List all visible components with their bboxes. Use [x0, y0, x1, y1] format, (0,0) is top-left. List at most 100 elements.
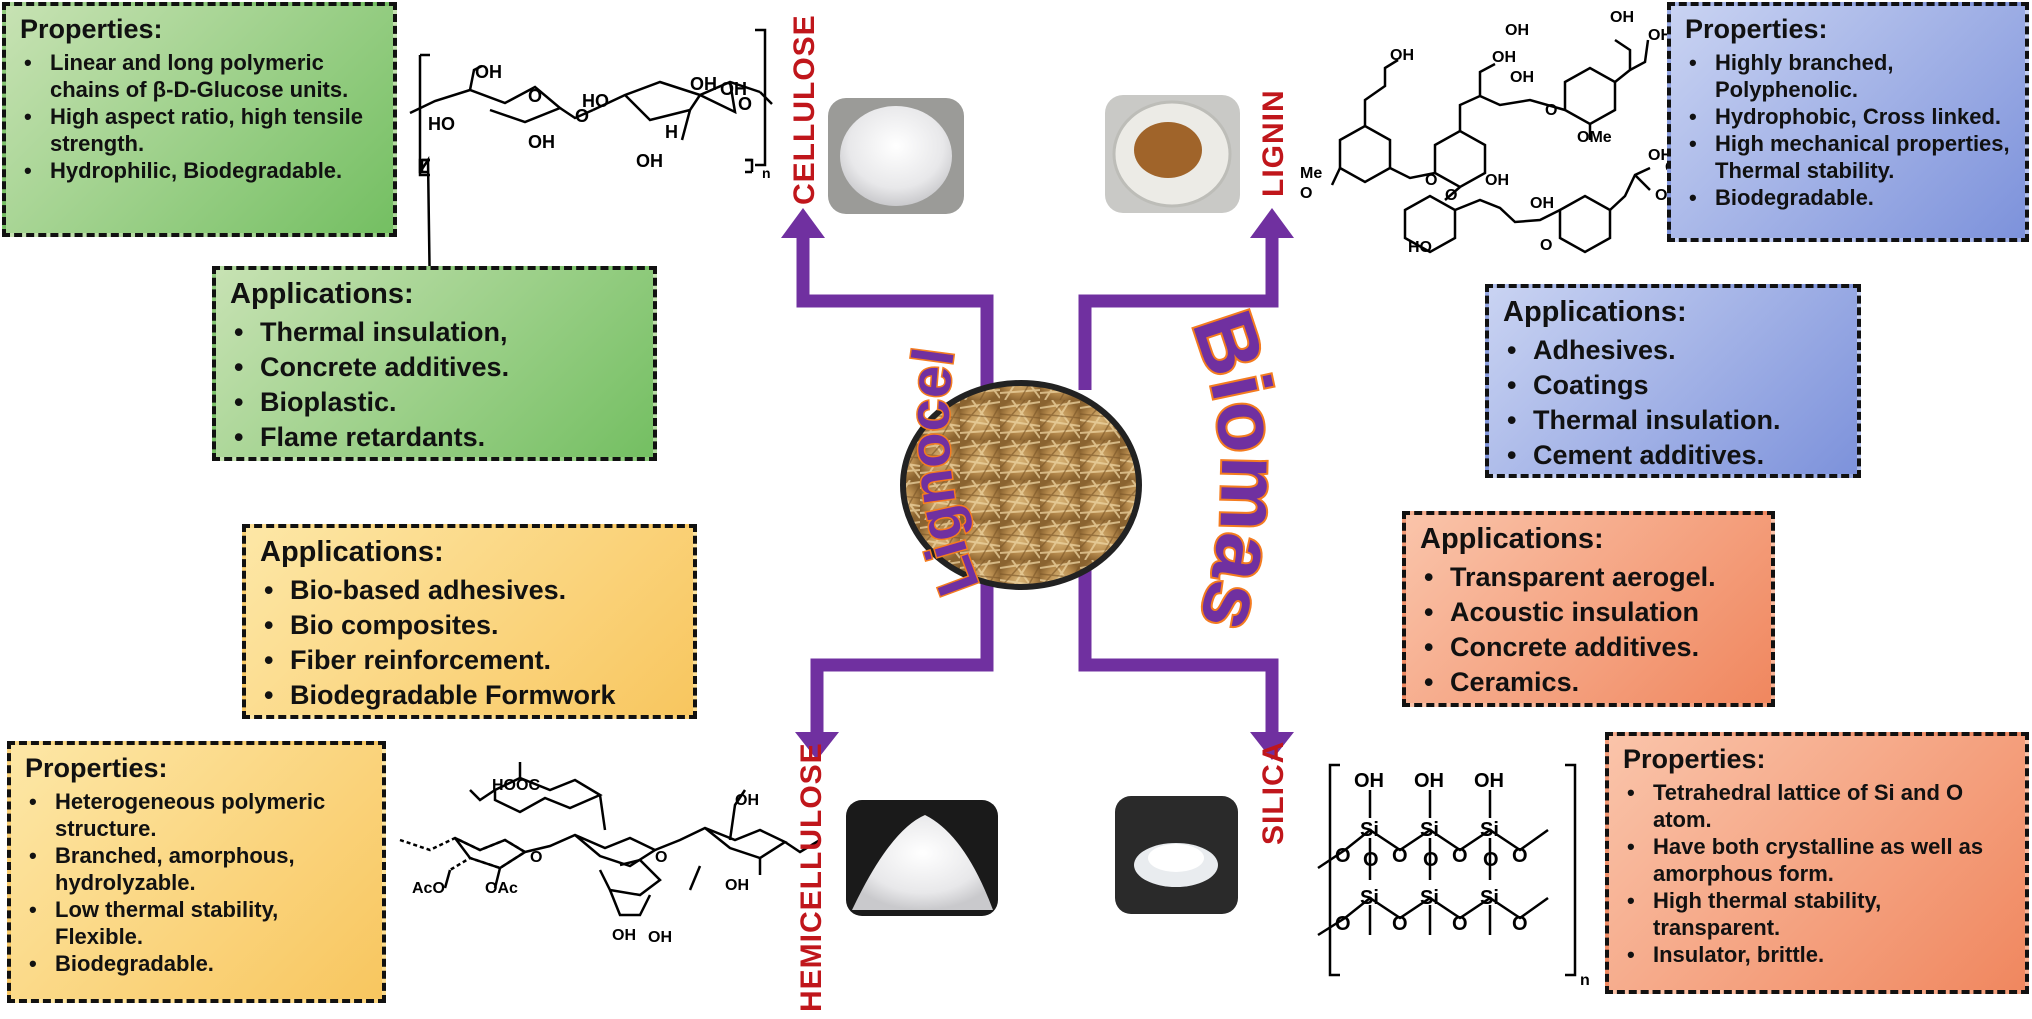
silica-application-item: Acoustic insulation [1420, 595, 1757, 630]
lignin-o-5: O [1445, 187, 1457, 204]
hemicellulose-property-item: Heterogeneous polymeric structure. [25, 788, 368, 842]
silica-structure [1317, 763, 1577, 977]
cellulose-oh-4: OH [636, 151, 663, 171]
silica-si-1: Si [1360, 819, 1379, 841]
cellulose-h: H [665, 122, 678, 142]
cellulose-applications-title: Applications: [230, 278, 414, 310]
silica-o-10: O [1452, 913, 1468, 935]
lignin-application-item: Cement additives. [1503, 438, 1843, 473]
silica-property-item: Have both crystalline as well as amorpho… [1623, 833, 2011, 887]
silica-property-item: Insulator, brittle. [1623, 941, 2011, 968]
hemicellulose-application-item: Biodegradable Formwork [260, 678, 679, 713]
lignin-ho: HO [1408, 239, 1432, 256]
cellulose-application-item: Bioplastic. [230, 385, 639, 420]
silica-o-5: O [1363, 849, 1379, 871]
cellulose-o-3: O [738, 94, 752, 114]
silica-si-3: Si [1480, 819, 1499, 841]
lignin-o-2: O [1425, 172, 1437, 189]
arrows [796, 238, 1279, 732]
cellulose-oh-3: OH [690, 74, 717, 94]
silica-n: n [1580, 972, 1590, 989]
silica-applications-box: Applications: Transparent aerogel. Acous… [1402, 511, 1775, 707]
hemicellulose-application-item: Bio composites. [260, 608, 679, 643]
cellulose-application-item: Concrete additives. [230, 350, 639, 385]
silica-o-2: O [1392, 845, 1408, 867]
silica-label: SILICA [1257, 740, 1290, 845]
lignin-oh-9: OH [1648, 147, 1672, 164]
hemicellulose-photo [846, 800, 998, 916]
cellulose-application-item: Flame retardants. [230, 420, 639, 455]
hemicellulose-property-item: Biodegradable. [25, 950, 368, 977]
silica-oh-1: OH [1354, 770, 1384, 792]
silica-properties-box: Properties: Tetrahedral lattice of Si an… [1605, 732, 2029, 994]
silica-o-8: O [1335, 913, 1351, 935]
silica-o-7: O [1483, 849, 1499, 871]
cellulose-property-item: Linear and long polymeric chains of β-D-… [20, 49, 379, 103]
cellulose-structure [409, 28, 773, 301]
hemicellulose-property-item: Low thermal stability, Flexible. [25, 896, 368, 950]
lignin-oh-2: OH [1492, 49, 1516, 66]
lignin-application-item: Thermal insulation. [1503, 403, 1843, 438]
silica-o-6: O [1423, 849, 1439, 871]
hemi-oh-4: OH [648, 929, 672, 946]
lignin-ome: OMe [1577, 129, 1612, 146]
cellulose-oh-5: OH [720, 79, 747, 99]
hemi-oh-1: OH [735, 792, 759, 809]
silica-application-item: Ceramics. [1420, 665, 1757, 700]
silica-applications-title: Applications: [1420, 523, 1604, 555]
lignin-oh-6: OH [1648, 27, 1672, 44]
silica-application-item: Transparent aerogel. [1420, 560, 1757, 595]
cellulose-o-1: O [528, 86, 542, 106]
silica-oh-2: OH [1414, 770, 1444, 792]
hemi-o-1: O [530, 849, 542, 866]
silica-o-9: O [1392, 913, 1408, 935]
lignin-application-item: Coatings [1503, 368, 1843, 403]
lignin-properties-box: Properties: Highly branched, Polyphenoli… [1667, 2, 2029, 242]
cellulose-applications-box: Applications: Thermal insulation, Concre… [212, 266, 657, 461]
lignin-o-3: O [1300, 185, 1312, 202]
silica-photo [1115, 796, 1238, 914]
hemi-oh-3: OH [612, 927, 636, 944]
hemi-o-2: O [655, 849, 667, 866]
hemicellulose-application-item: Bio-based adhesives. [260, 573, 679, 608]
cellulose-oh-1: OH [475, 62, 502, 82]
hemicellulose-property-item: Branched, amorphous, hydrolyzable. [25, 842, 368, 896]
silica-property-item: Tetrahedral lattice of Si and O atom. [1623, 779, 2011, 833]
lignin-oh-4: OH [1510, 69, 1534, 86]
cellulose-n: n [762, 165, 771, 181]
lignin-photo [1105, 95, 1240, 213]
cellulose-ho-1: HO [428, 114, 455, 134]
lignin-oh-7: OH [1485, 172, 1509, 189]
silica-si-6: Si [1480, 887, 1499, 909]
hemicellulose-applications-box: Applications: Bio-based adhesives. Bio c… [242, 524, 697, 719]
hemicellulose-applications-title: Applications: [260, 536, 444, 568]
hemicellulose-properties-title: Properties: [25, 753, 168, 783]
hemicellulose-structure [399, 762, 821, 917]
arrow-heads [781, 208, 1294, 760]
lignin-oh-8: OH [1530, 195, 1554, 212]
cellulose-oh-2: OH [528, 132, 555, 152]
silica-si-4: Si [1360, 887, 1379, 909]
cellulose-photo [828, 98, 964, 214]
lignin-label: LIGNIN [1257, 89, 1290, 197]
silica-oh-3: OH [1474, 770, 1504, 792]
lignin-o-4: O [1540, 237, 1552, 254]
hemi-hooc: HOOC [492, 777, 540, 794]
silica-si-5: Si [1420, 887, 1439, 909]
silica-o-3: O [1452, 845, 1468, 867]
hemicellulose-application-item: Fiber reinforcement. [260, 643, 679, 678]
cellulose-property-item: Hydrophilic, Biodegradable. [20, 157, 379, 184]
silica-application-item: Concrete additives. [1420, 630, 1757, 665]
silica-si-2: Si [1420, 819, 1439, 841]
cellulose-properties-box: Properties: Linear and long polymeric ch… [2, 2, 397, 237]
lignin-o-1: O [1545, 102, 1557, 119]
cellulose-ho-2: HO [582, 91, 609, 111]
lignin-oh-1: OH [1390, 47, 1414, 64]
lignin-property-item: Biodegradable. [1685, 184, 2011, 211]
lignin-oh-5: OH [1610, 9, 1634, 26]
hemicellulose-label: HEMICELLULOSE [795, 742, 828, 1012]
silica-property-item: High thermal stability, transparent. [1623, 887, 2011, 941]
silica-o-11: O [1512, 913, 1528, 935]
cellulose-properties-title: Properties: [20, 14, 163, 44]
hemi-oh-2: OH [725, 877, 749, 894]
